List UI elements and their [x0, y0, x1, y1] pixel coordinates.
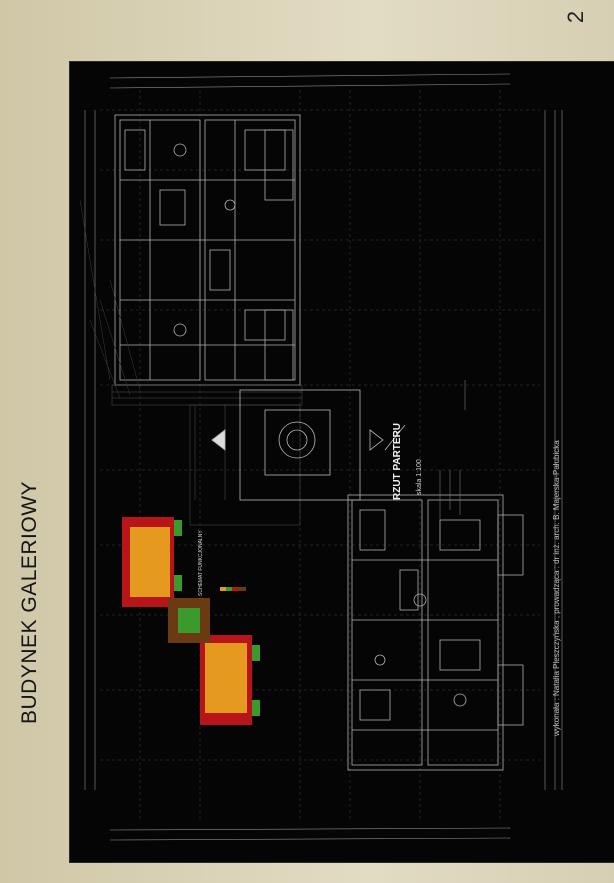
dimension-lines	[84, 73, 563, 841]
upper-wing-plan	[114, 114, 301, 386]
plan-title: RZUT PARTERU	[392, 422, 403, 500]
schema-label: SCHEMAT FUNKCJONALNY	[198, 530, 204, 596]
drawing-sheet	[70, 62, 614, 862]
board-title: BUDYNEK GALERIOWY	[18, 480, 41, 724]
lower-wing-plan	[347, 494, 524, 771]
schema-orange-block-2	[205, 643, 247, 713]
grid-axes	[100, 90, 540, 820]
schema-orange-block-1	[130, 527, 170, 597]
plan-scale: skala 1:100	[416, 459, 423, 495]
corridor-hatch	[111, 384, 303, 526]
schema-green-core	[178, 608, 200, 633]
functional-schema	[122, 517, 260, 725]
annotation-ticks	[439, 380, 466, 520]
page-number: 2	[563, 10, 589, 24]
central-hall	[211, 389, 406, 501]
author-credit: wykonała : Natalia Pleszczyńska , prowad…	[552, 440, 561, 736]
terrain-hatch	[79, 199, 141, 399]
